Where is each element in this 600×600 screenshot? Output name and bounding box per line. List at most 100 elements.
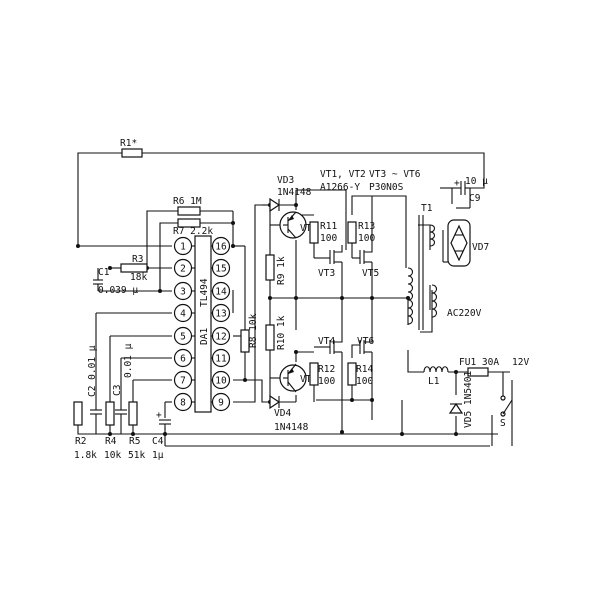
mosfet-vt6 bbox=[359, 298, 373, 354]
ic-pin-number: 16 bbox=[215, 242, 227, 253]
ic-pin-number: 10 bbox=[215, 376, 227, 387]
transformer-t1-coil-ac bbox=[431, 284, 438, 318]
label-c2: C2 0.01 μ bbox=[87, 345, 98, 397]
capacitor-c3 bbox=[115, 400, 127, 434]
label-r11: R11 bbox=[320, 221, 337, 232]
label-s: S bbox=[500, 418, 506, 429]
label-t1: T1 bbox=[421, 203, 433, 214]
label-r12: R12 bbox=[318, 364, 335, 375]
label-vt1: VT1 bbox=[300, 223, 317, 234]
label-vt6: VT6 bbox=[357, 336, 374, 347]
label-l1: L1 bbox=[428, 376, 440, 387]
label-c1-value: 0.039 μ bbox=[98, 285, 138, 296]
label-r3: R3 bbox=[132, 254, 143, 265]
ic-pin-number: 8 bbox=[180, 398, 186, 409]
label-c9-plus: + bbox=[454, 178, 460, 189]
transistor-vt1 bbox=[279, 211, 307, 239]
switch-s bbox=[500, 380, 513, 446]
label-r7: R7 2.2k bbox=[173, 226, 213, 237]
ic-pin-number: 15 bbox=[215, 264, 226, 275]
label-c4-value: 1μ bbox=[152, 450, 164, 461]
resistor-r11 bbox=[309, 221, 319, 244]
ic-pin-number: 7 bbox=[180, 376, 186, 387]
label-r14: R14 bbox=[356, 364, 373, 375]
label-vt3-vt6-part: P30N0S bbox=[369, 182, 404, 193]
label-c1: C1 bbox=[98, 267, 110, 278]
ic-pin-number: 6 bbox=[180, 354, 186, 365]
resistor-r6 bbox=[177, 206, 201, 216]
label-r3-value: 18k bbox=[130, 272, 147, 283]
ic-pin-number: 13 bbox=[215, 309, 226, 320]
capacitor-c2 bbox=[90, 400, 102, 434]
label-vt3: VT3 bbox=[318, 268, 335, 279]
junction-dots bbox=[76, 203, 458, 436]
resistor-r14 bbox=[347, 362, 357, 386]
label-r5: R5 bbox=[129, 436, 140, 447]
label-r10: R10 1k bbox=[276, 315, 287, 350]
label-vt5: VT5 bbox=[362, 268, 379, 279]
transformer-t1-coil-primary bbox=[407, 267, 414, 325]
label-vd4: VD4 bbox=[274, 408, 291, 419]
label-c4-plus: + bbox=[156, 410, 162, 421]
diode-vd3 bbox=[262, 197, 281, 213]
label-r4-value: 10k bbox=[104, 450, 121, 461]
ic-pin-number: 4 bbox=[180, 309, 186, 320]
ic-pin-number: 5 bbox=[180, 332, 186, 343]
resistor-r8 bbox=[240, 329, 250, 353]
fuse-fu1 bbox=[467, 367, 489, 377]
label-r6: R6 1M bbox=[173, 196, 202, 207]
resistor-r2 bbox=[73, 401, 83, 426]
inductor-l1 bbox=[423, 366, 449, 373]
resistor-r7 bbox=[177, 218, 201, 228]
label-vt3-vt6: VT3 ~ VT6 bbox=[369, 169, 421, 180]
ic-pin-number: 2 bbox=[180, 264, 186, 275]
label-12v: 12V bbox=[512, 357, 529, 368]
label-vd5: VD5 1N5401 bbox=[463, 371, 474, 428]
ic-pin-number: 1 bbox=[180, 242, 186, 253]
mosfet-vt3 bbox=[329, 245, 343, 264]
resistor-r1 bbox=[121, 148, 143, 158]
capacitor-c9 bbox=[452, 181, 470, 195]
resistor-r5 bbox=[128, 401, 138, 426]
label-r13-value: 100 bbox=[358, 233, 375, 244]
ic-pins-left: 1 2 3 4 5 6 7 8 bbox=[173, 236, 195, 412]
ic-pin-number: 3 bbox=[180, 287, 186, 298]
capacitor-c1 bbox=[93, 268, 103, 291]
label-r8: R8 10k bbox=[248, 313, 259, 348]
label-r13: R13 bbox=[358, 221, 375, 232]
bridge-rectifier-vd7 bbox=[447, 219, 471, 267]
ic-tl494-body bbox=[194, 235, 212, 413]
label-vt4: VT4 bbox=[318, 336, 335, 347]
resistor-r13 bbox=[347, 221, 357, 244]
label-r5-value: 51k bbox=[128, 450, 145, 461]
label-vt2: VT2 bbox=[300, 374, 317, 385]
label-fu1: FU1 30A bbox=[459, 357, 499, 368]
diode-vd4 bbox=[269, 394, 281, 410]
label-vd3: VD3 bbox=[277, 175, 294, 186]
label-vd7: VD7 bbox=[472, 242, 489, 253]
resistor-r3 bbox=[120, 263, 148, 273]
ic-designator: DA1 bbox=[199, 328, 210, 345]
label-c9: C9 bbox=[469, 193, 481, 204]
label-vd4-value: 1N4148 bbox=[274, 422, 309, 433]
label-r2-value: 1.8k bbox=[74, 450, 97, 461]
ic-pin-number: 12 bbox=[215, 332, 226, 343]
label-r1: R1* bbox=[120, 138, 137, 149]
transistor-vt2 bbox=[279, 363, 307, 393]
mosfet-vt4 bbox=[314, 298, 343, 354]
resistor-r12 bbox=[309, 362, 319, 386]
label-r11-value: 100 bbox=[320, 233, 337, 244]
ic-pin-number: 9 bbox=[218, 398, 224, 409]
label-c9-value: 10 μ bbox=[465, 176, 488, 187]
label-r14-value: 100 bbox=[356, 376, 373, 387]
wires bbox=[77, 152, 510, 447]
mosfet-vt5 bbox=[359, 196, 373, 264]
label-c3: C3 bbox=[112, 385, 123, 396]
label-r4: R4 bbox=[105, 436, 117, 447]
label-vt1-vt2-part: A1266-Y bbox=[320, 182, 360, 193]
label-c4: C4 bbox=[152, 436, 164, 447]
label-c3-value: 0.01 μ bbox=[123, 343, 134, 378]
label-vd3-value: 1N4148 bbox=[277, 187, 312, 198]
